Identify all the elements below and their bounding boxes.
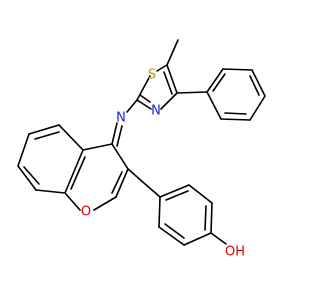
bond-ar-3	[210, 202, 213, 234]
bond-ar-1-inner	[165, 190, 189, 201]
bond-pyr-c2-o	[93, 196, 117, 211]
bond-c2-imine-n	[126, 99, 138, 113]
bond-ph-2	[222, 68, 253, 71]
bond-ph-4	[249, 95, 266, 121]
bond-ar-4	[183, 232, 212, 246]
bond-ph-6	[206, 91, 222, 120]
bond-bz-1	[64, 149, 84, 194]
bond-bz-2	[58, 124, 84, 151]
bond-ar-oh	[210, 232, 227, 245]
bond-c2-aryl	[127, 168, 161, 198]
bond-c5-c4	[166, 64, 178, 94]
bond-ph-3-inner	[249, 75, 260, 96]
atom-thiazole-nitrogen-label: N	[151, 104, 161, 119]
bond-ph-1	[206, 68, 224, 93]
bond-methyl	[166, 39, 179, 66]
bond-c5-c4-inner	[163, 71, 173, 95]
bond-c4-phenyl	[176, 91, 208, 94]
bond-ar-6	[158, 196, 161, 228]
bond-bz-4	[17, 133, 30, 167]
bond-pyr-c3-c2	[115, 168, 129, 198]
bond-ph-3	[251, 69, 266, 97]
bond-pyr-o-c8a	[64, 192, 81, 211]
bond-s-c5	[156, 64, 168, 72]
bond-ph-1-inner	[212, 73, 226, 92]
atom-pyran-oxygen-label: O	[81, 205, 91, 220]
atom-labels: S N N O OH	[81, 68, 245, 260]
bond-imine-n-c4	[111, 122, 118, 145]
bond-bz-1-inner	[70, 156, 86, 190]
atom-imine-nitrogen-label: N	[116, 111, 126, 126]
bond-pyr-c4a-c4	[82, 143, 113, 151]
bond-c4-n3	[160, 92, 178, 110]
bond-ar-5	[158, 226, 185, 246]
bond-pyr-c3-c2-inner	[111, 171, 123, 194]
bond-n3-c2	[136, 99, 152, 110]
bonds	[17, 39, 266, 246]
bond-bz-6	[35, 189, 66, 194]
bond-ar-1	[159, 184, 190, 198]
bond-imine-n-c4-inner	[116, 125, 123, 147]
bond-bz-5	[17, 165, 37, 191]
bond-ph-5	[220, 118, 251, 121]
bond-ar-2	[188, 184, 213, 204]
atom-hydroxyl-label: OH	[225, 245, 245, 260]
bond-ph-5-inner	[224, 112, 247, 115]
bond-pyr-c4-c3	[111, 143, 129, 170]
bond-n3-c2-inner	[139, 94, 151, 103]
bond-bz-3	[28, 124, 60, 135]
molecule-structure: S N N O OH	[17, 39, 266, 260]
bond-ar-5-inner	[164, 223, 185, 239]
bond-bz-5-inner	[23, 166, 40, 185]
bond-c2-s	[136, 75, 151, 101]
bond-ar-3-inner	[204, 205, 207, 231]
bond-bz-3-inner	[34, 131, 60, 140]
atom-sulfur-label: S	[148, 68, 156, 83]
